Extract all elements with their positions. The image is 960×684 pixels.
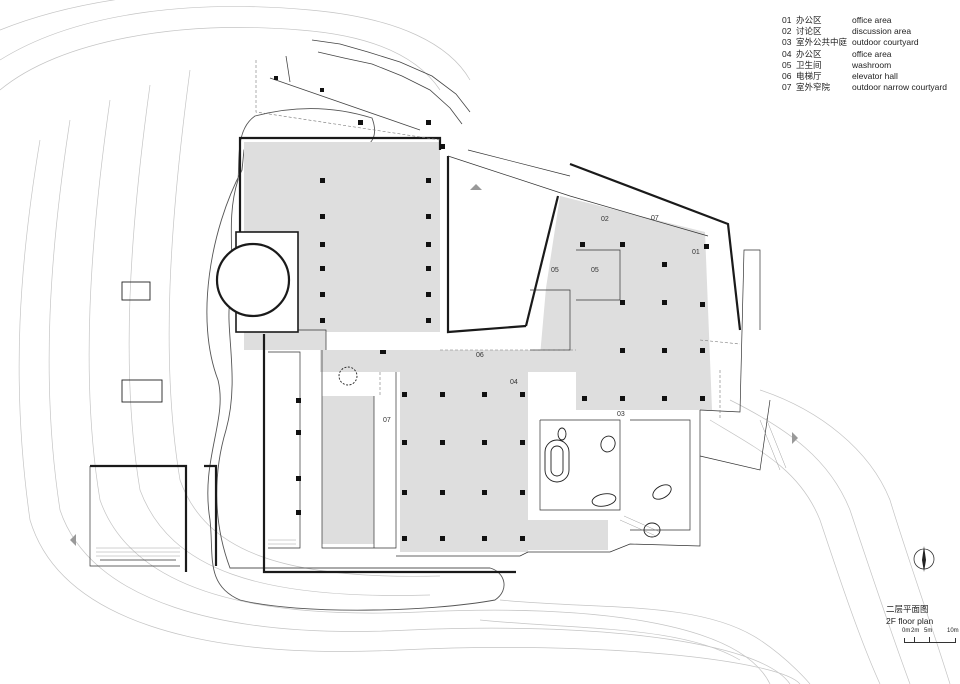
stair-hatch: [96, 417, 787, 557]
legend-cn: 办公区: [796, 15, 822, 25]
legend-en: office area: [852, 15, 892, 25]
legend-cn: 电梯厅: [796, 71, 822, 82]
legend-row: 07 室外窄院 outdoor narrow courtyard: [782, 82, 947, 93]
legend-en: office area: [852, 48, 892, 59]
legend-row: 04 办公区 office area: [782, 49, 947, 60]
legend-num: 05: [782, 59, 792, 70]
room-tag-04: 04: [510, 379, 518, 386]
legend: 01 办公区 office area 02 讨论区 discussion area 03 室外…: [782, 15, 947, 93]
legend-num: 04: [782, 48, 792, 59]
top-stair-path: [269, 39, 471, 131]
legend-row: 05 卫生间 washroom: [782, 60, 947, 71]
legend-row: 02 讨论区 discussion area: [782, 26, 947, 37]
room-tag-03: 03: [617, 411, 625, 418]
legend-row: 01 办公区 office area: [782, 15, 947, 26]
entry-arrows: [70, 184, 798, 546]
courtyard-furniture: [121, 281, 672, 538]
legend-num: 01: [782, 15, 792, 25]
scale-tick: [914, 637, 915, 642]
legend-en: outdoor courtyard: [852, 37, 919, 48]
legend-cn: 讨论区: [796, 26, 822, 37]
room-tag-01: 01: [692, 249, 700, 256]
legend-en: washroom: [852, 59, 892, 70]
walls: [90, 136, 742, 574]
room-tag-02: 02: [601, 216, 609, 223]
thin-lines: [89, 149, 771, 567]
scale-label-5: 5m: [924, 628, 933, 634]
scale-label-0: 0m: [902, 628, 911, 634]
dashed-lines: [255, 60, 741, 420]
legend-row: 03 室外公共中庭 outdoor courtyard: [782, 37, 947, 48]
scale-tick: [929, 637, 930, 642]
legend-num: 03: [782, 37, 792, 48]
scale-bar-line: [904, 638, 956, 643]
legend-num: 02: [782, 26, 792, 37]
room-tags: 01 02 03 04 05 05 06 07 07: [383, 215, 700, 424]
legend-cn: 办公区: [796, 48, 822, 59]
room-tag-05b: 05: [591, 267, 599, 274]
legend-en: outdoor narrow courtyard: [852, 82, 947, 93]
room-tag-06: 06: [476, 352, 484, 359]
legend-row: 06 电梯厅 elevator hall: [782, 71, 947, 82]
legend-num: 06: [782, 71, 792, 82]
plan-title-en: 2F floor plan: [886, 616, 934, 626]
scale-label-10: 10m: [947, 628, 959, 634]
legend-cn: 卫生间: [796, 59, 822, 70]
legend-cn: 室外公共中庭: [796, 37, 848, 48]
room-tag-07b: 07: [651, 215, 659, 222]
legend-num: 07: [782, 82, 792, 93]
columns: [274, 76, 709, 541]
plan-title-cn: 二层平面图: [886, 604, 929, 614]
room-tag-07a: 07: [383, 417, 391, 424]
scale-label-2: 2m: [911, 628, 920, 634]
room-tag-05a: 05: [551, 267, 559, 274]
rotunda: [215, 231, 299, 333]
legend-cn: 室外窄院: [796, 82, 831, 93]
interior-zones: [244, 142, 712, 552]
legend-en: elevator hall: [852, 71, 898, 82]
north-arrow-icon: [913, 546, 935, 572]
scale-bar: 0m 2m 5m 10m: [902, 628, 960, 656]
legend-en: discussion area: [852, 26, 912, 37]
